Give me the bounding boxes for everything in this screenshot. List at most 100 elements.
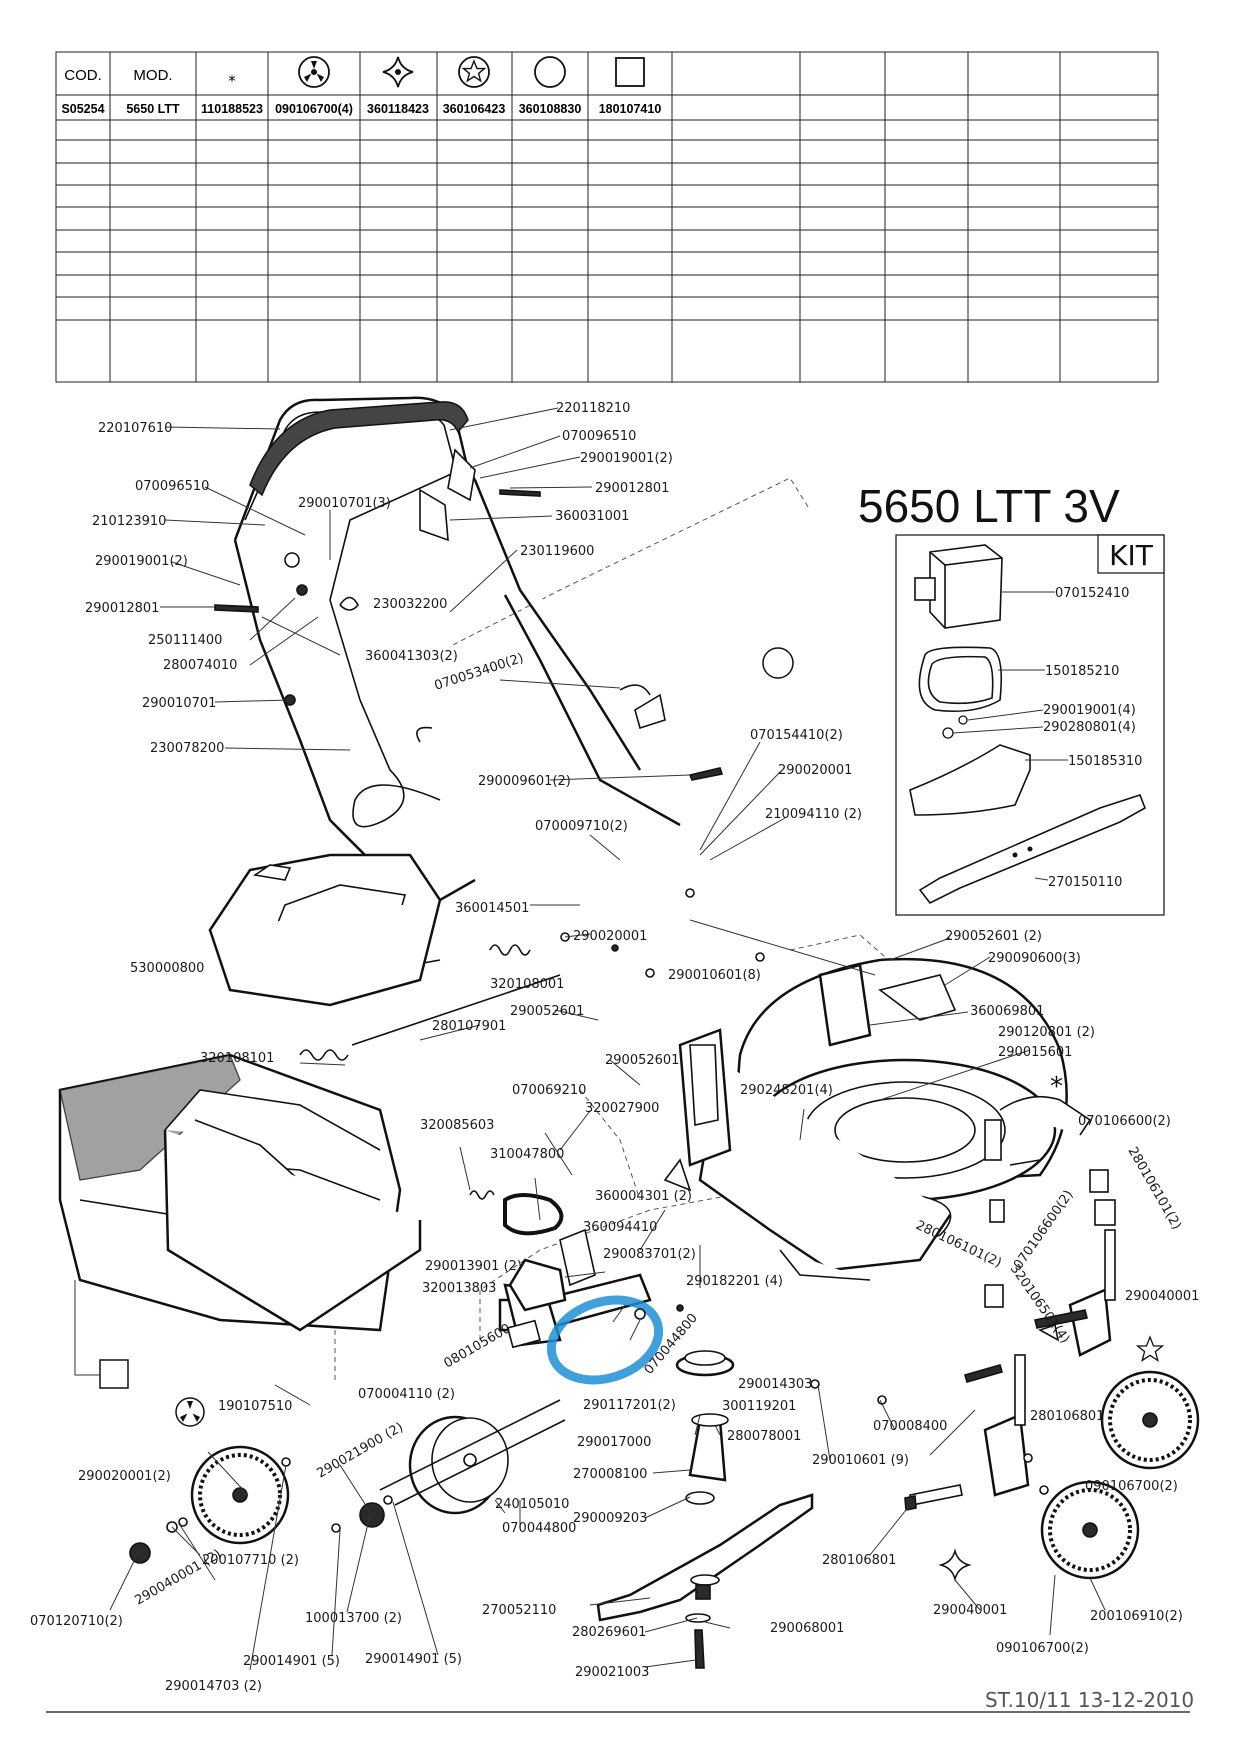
header-cod: COD.	[64, 67, 102, 84]
part-label: 290020001(2)	[78, 1469, 171, 1484]
part-label: 290083701(2)	[603, 1247, 696, 1262]
part-label: 290019001(2)	[95, 554, 188, 569]
kit-part-label: 290280801(4)	[1043, 720, 1136, 735]
wheel-front-right-upper	[1100, 1370, 1200, 1470]
part-label: 070106600(2)	[1078, 1114, 1171, 1129]
part-label: 070106600(2)	[1011, 1188, 1077, 1273]
part-label: 220118210	[556, 401, 630, 416]
spring-320108001	[489, 944, 531, 956]
circle-icon	[762, 647, 794, 679]
part-label: 200107710 (2)	[202, 1553, 299, 1568]
front-wheel-bracket	[983, 1169, 1116, 1497]
part-label: 280074010	[163, 658, 237, 673]
part-label: 070120710(2)	[30, 1614, 123, 1629]
part-label: 530000800	[130, 961, 204, 976]
spring-320108101	[299, 1049, 349, 1061]
wheel-rear-left	[190, 1445, 290, 1545]
part-label: 280106801	[822, 1553, 896, 1568]
part-label: 290017000	[577, 1435, 651, 1450]
hardware	[129, 888, 1049, 1564]
four-point-star-icon	[938, 1548, 972, 1582]
part-label: 250111400	[148, 633, 222, 648]
part-label: 210123910	[92, 514, 166, 529]
circle-icon	[534, 56, 566, 88]
part-label: 070069210	[512, 1083, 586, 1098]
blade-adapter	[688, 1418, 727, 1482]
part-label: 360041303(2)	[365, 649, 458, 664]
part-label: 280078001	[727, 1429, 801, 1444]
cell-asterisk: 110188523	[201, 102, 263, 116]
part-label: 070008400	[873, 1419, 947, 1434]
part-label: 070004110 (2)	[358, 1387, 455, 1402]
asterisk-icon: *	[1050, 1072, 1063, 1102]
part-label: 360031001	[555, 509, 629, 524]
kit-label: KIT	[1109, 539, 1154, 572]
part-label: 290021003	[575, 1665, 649, 1680]
part-label: 320108001	[490, 977, 564, 992]
part-label: 290040001	[933, 1603, 1007, 1618]
part-label: 090106700(2)	[996, 1641, 1089, 1656]
five-point-star-icon	[1135, 1335, 1165, 1362]
part-label: 280269601	[572, 1625, 646, 1640]
leader-lines	[109, 407, 1106, 1671]
three-spoke-wheel-icon	[298, 56, 330, 88]
part-label: 070154410(2)	[750, 728, 843, 743]
part-label: 070096510	[135, 479, 209, 494]
part-label: 230078200	[150, 741, 224, 756]
kit-part-label: 270150110	[1048, 875, 1122, 890]
part-label: 320108101	[200, 1051, 274, 1066]
highlight-marker	[546, 1295, 664, 1385]
axle-rod-280107901	[351, 974, 561, 1046]
cell-square: 180107410	[599, 102, 662, 116]
part-label: 290090600(3)	[988, 951, 1081, 966]
part-label: 280107901	[432, 1019, 506, 1034]
cell-cod: S05254	[61, 102, 104, 116]
part-label: 290014901 (5)	[365, 1652, 462, 1667]
part-label: 070009710(2)	[535, 819, 628, 834]
part-label: 290010601(8)	[668, 968, 761, 983]
part-label: 290052601 (2)	[945, 929, 1042, 944]
revision-stamp: ST.10/11 13-12-2010	[985, 1688, 1194, 1712]
part-label: 290052601	[605, 1053, 679, 1068]
part-label: 290248201(4)	[740, 1083, 833, 1098]
header-asterisk-icon: *	[228, 72, 236, 90]
part-label: 360004301 (2)	[595, 1189, 692, 1204]
part-label: 290117201(2)	[583, 1398, 676, 1413]
rear-flap	[909, 744, 1031, 816]
rear-flap-530000800	[208, 853, 442, 1007]
mulching-plug	[914, 544, 1003, 629]
cell-star4: 360118423	[367, 102, 429, 116]
drive-belt	[503, 1193, 564, 1236]
part-label: 290014303	[738, 1377, 812, 1392]
part-label: 360014501	[455, 901, 529, 916]
part-label: 290020001	[778, 763, 852, 778]
kit-part-label: 150185310	[1068, 754, 1142, 769]
part-label: 310047800	[490, 1147, 564, 1162]
cell-mod: 5650 LTT	[126, 102, 180, 116]
part-label: 360069801	[970, 1004, 1044, 1019]
drive-assembly	[359, 1158, 1088, 1669]
part-label: 230119600	[520, 544, 594, 559]
part-label: 290012801	[595, 481, 669, 496]
part-label: 280106801	[1030, 1409, 1104, 1424]
cutting-blade-270052110	[596, 1493, 814, 1622]
part-label: 290040001	[1125, 1289, 1199, 1304]
kit-part-label: 290019001(4)	[1043, 703, 1136, 718]
part-label: 320027900	[585, 1101, 659, 1116]
five-point-star-icon	[458, 56, 490, 88]
part-label: 290013901 (2)	[425, 1259, 522, 1274]
part-label: 290020001	[573, 929, 647, 944]
wheel-front-right-lower	[1040, 1480, 1140, 1580]
part-label: 290021900 (2)	[315, 1420, 407, 1481]
part-label: 290009601(2)	[478, 774, 571, 789]
four-point-star-icon	[382, 56, 414, 88]
grass-collector	[58, 1053, 422, 1389]
part-label: 230032200	[373, 597, 447, 612]
height-rack-left	[1014, 1354, 1026, 1426]
height-rack-right	[1104, 1229, 1116, 1301]
part-label: 080105600	[442, 1321, 514, 1371]
part-label: 070096510	[562, 429, 636, 444]
part-label: 210094110 (2)	[765, 807, 862, 822]
part-label: 100013700 (2)	[305, 1611, 402, 1626]
